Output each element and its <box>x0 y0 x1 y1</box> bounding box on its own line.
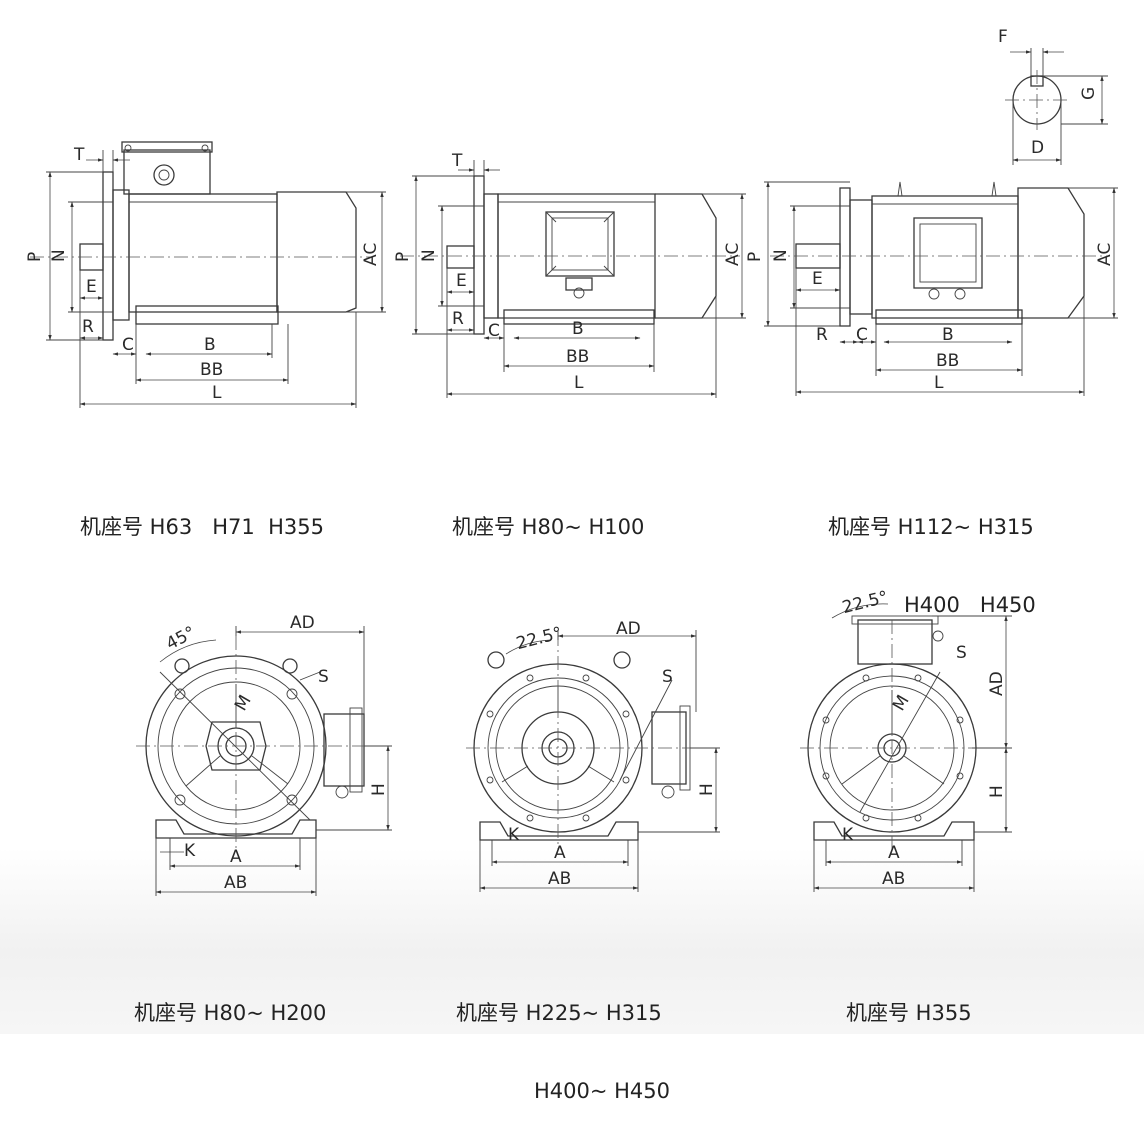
dim-label-s: S <box>662 667 673 687</box>
dim-label-p: P <box>393 252 413 262</box>
dim-label-a: A <box>230 847 242 867</box>
side-view-3: P N E R C B BB L AC <box>745 181 1118 396</box>
dim-label-l: L <box>574 373 584 393</box>
dim-label-ad: AD <box>616 619 641 639</box>
dim-label-k: K <box>184 841 196 861</box>
dim-label-m: M <box>231 692 256 715</box>
dim-label-p: P <box>745 252 765 262</box>
dim-label-angle: 45° <box>163 623 199 655</box>
dim-label-l: L <box>212 383 222 403</box>
dim-label-bb: BB <box>200 360 223 380</box>
front-view-1: 45° AD S M H K A AB <box>136 613 392 896</box>
caption-h80-h100: 机座号 H80~ H100 <box>452 462 644 566</box>
dim-label-c: C <box>856 325 868 345</box>
dim-label-ab: AB <box>548 869 571 889</box>
dim-label-p: P <box>25 252 45 262</box>
dim-label-ad: AD <box>987 671 1007 696</box>
dim-label-angle: 22.5° <box>514 623 564 654</box>
side-view-1: T P N E R C B BB L AC <box>25 141 386 408</box>
caption-line: 机座号 H63 H71 H355 <box>80 515 324 539</box>
dim-label-c: C <box>122 335 134 355</box>
dim-label-r: R <box>82 317 94 337</box>
caption-line: 机座号 H80~ H200 <box>134 1001 327 1025</box>
dim-label-k: K <box>508 825 520 845</box>
dim-label-n: N <box>771 249 791 262</box>
front-view-2: 22.5° AD S H K A AB <box>466 619 720 892</box>
caption-h80-h200: 机座号 H80~ H200 <box>134 948 326 1052</box>
dim-label-s: S <box>956 643 967 663</box>
dim-label-c: C <box>488 321 500 341</box>
dim-label-ac: AC <box>1095 243 1115 266</box>
dim-label-k: K <box>842 825 854 845</box>
caption-h63-h71-h355: 机座号 H63 H71 H355 <box>80 462 324 566</box>
caption-line: 机座号 H80~ H100 <box>452 515 645 539</box>
dim-label-bb: BB <box>566 347 589 367</box>
dim-label-m: M <box>889 692 914 715</box>
side-view-2: T P N E R C B BB L AC <box>393 151 746 398</box>
dim-label-a: A <box>888 843 900 863</box>
dim-label-b: B <box>942 325 954 345</box>
caption-line: 机座号 H112~ H315 <box>828 515 1034 539</box>
dim-label-n: N <box>49 249 69 262</box>
dim-label-e: E <box>86 277 97 297</box>
dim-label-h: H <box>697 783 717 796</box>
dim-label-e: E <box>812 269 823 289</box>
dim-label-r: R <box>452 309 464 329</box>
caption-line: 机座号 H355 <box>846 1001 972 1025</box>
dim-label-b: B <box>204 335 216 355</box>
dim-label-h: H <box>369 783 389 796</box>
dim-label-g: G <box>1079 87 1099 100</box>
dim-label-s: S <box>318 667 329 687</box>
drawing-sheet: F G D <box>25 27 1118 1103</box>
dim-label-ac: AC <box>361 243 381 266</box>
dim-label-a: A <box>554 843 566 863</box>
dim-label-t: T <box>73 145 85 165</box>
dim-label-l: L <box>934 373 944 393</box>
dim-label-bb: BB <box>936 351 959 371</box>
dim-label-n: N <box>419 249 439 262</box>
caption-line: 机座号 H225~ H315 <box>456 1001 662 1025</box>
dim-label-b: B <box>572 319 584 339</box>
caption-line: H400 H450 <box>904 593 1036 617</box>
technical-drawing: F G D <box>25 27 1118 896</box>
shaft-end-detail: F G D <box>998 27 1108 165</box>
dim-label-ab: AB <box>882 869 905 889</box>
caption-h355: 机座号 H355 <box>846 948 972 1052</box>
dim-label-e: E <box>456 271 467 291</box>
dim-label-d: D <box>1031 138 1044 158</box>
dim-label-f: F <box>998 27 1008 47</box>
dim-label-r: R <box>816 325 828 345</box>
dim-label-h: H <box>987 785 1007 798</box>
dim-label-ad: AD <box>290 613 315 633</box>
caption-line: H400~ H450 <box>534 1079 671 1103</box>
dim-label-t: T <box>451 151 463 171</box>
caption-h225-h315: 机座号 H225~ H315 H400~ H450 <box>456 948 670 1130</box>
dim-label-ab: AB <box>224 873 247 893</box>
caption-h112-h315: 机座号 H112~ H315 H400 H450 <box>828 462 1036 644</box>
dim-label-ac: AC <box>723 243 743 266</box>
